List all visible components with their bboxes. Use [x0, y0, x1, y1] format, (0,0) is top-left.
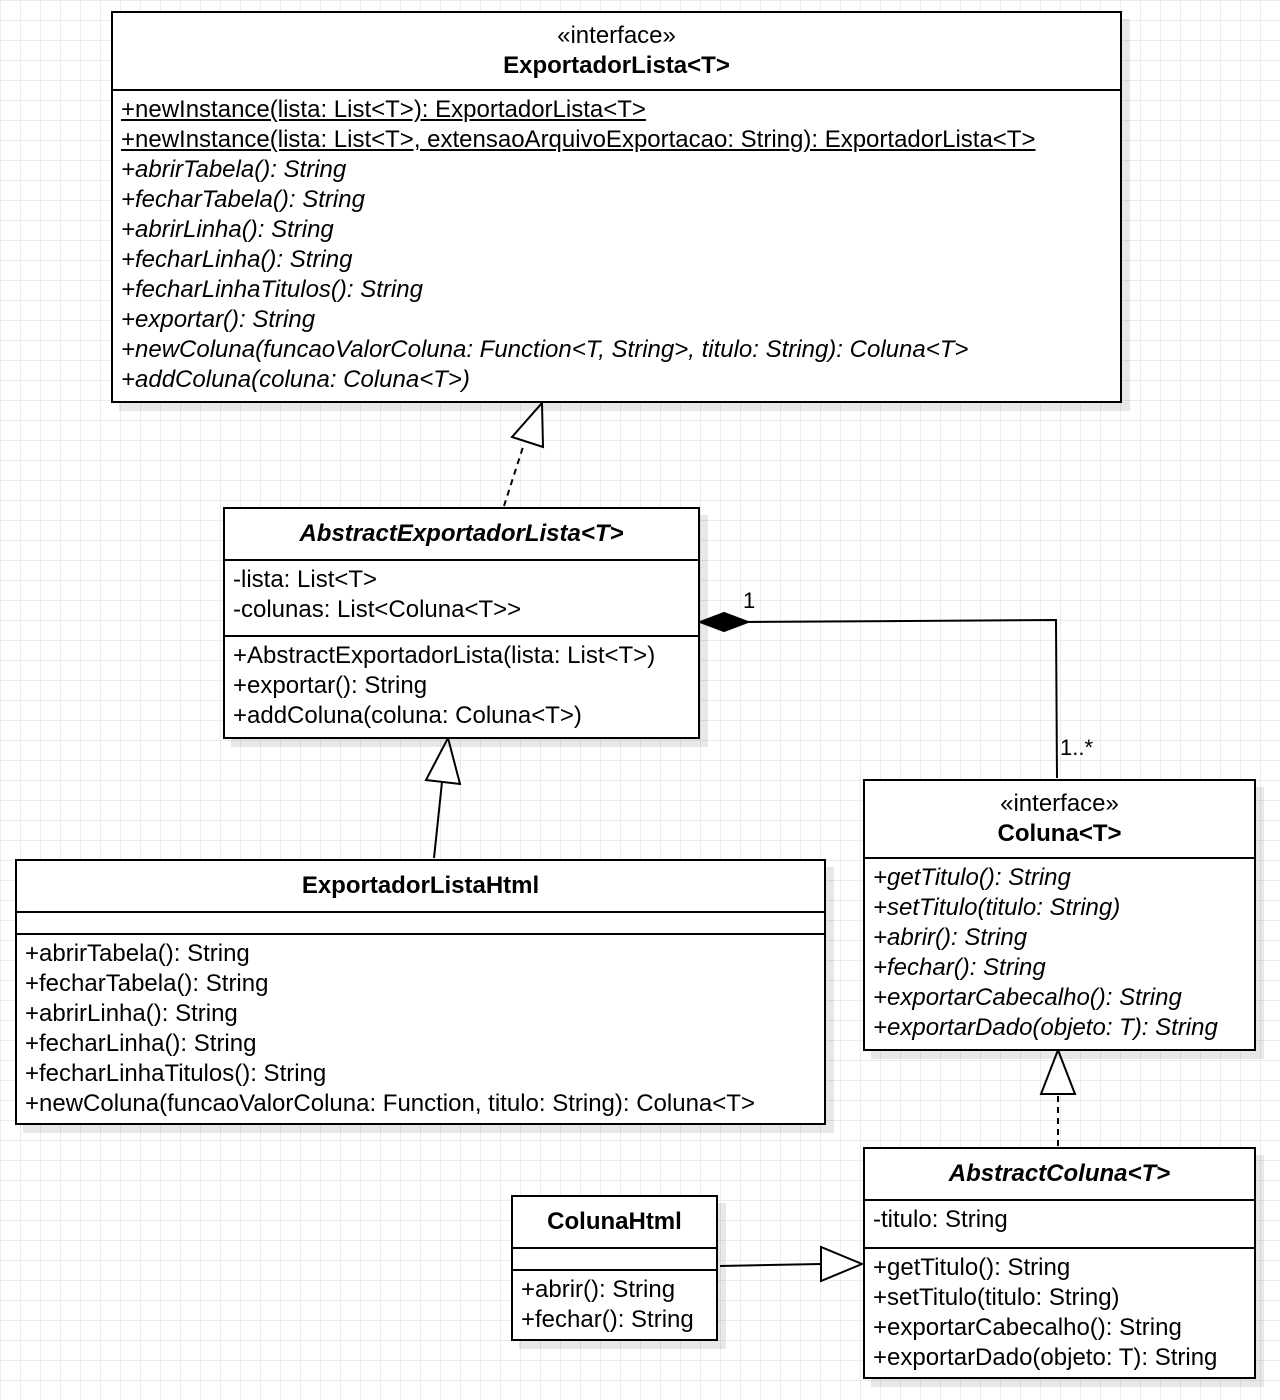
- attributes-compartment: [17, 913, 824, 933]
- attribute-row: -colunas: List<Coluna<T>>: [233, 596, 522, 623]
- multiplicity-target: 1..*: [1060, 735, 1094, 760]
- method-row: +getTitulo(): String: [873, 1254, 1071, 1281]
- method-row: +newInstance(lista: List<T>): Exportador…: [121, 96, 646, 123]
- method-row: +setTitulo(titulo: String): [873, 1284, 1120, 1311]
- class-exportador-lista[interactable]: «interface» ExportadorLista<T> +newInsta…: [111, 11, 1122, 403]
- method-row: +newInstance(lista: List<T>, extensaoArq…: [121, 126, 1036, 153]
- method-row: +fecharLinhaTitulos(): String: [121, 276, 423, 303]
- method-row: +addColuna(coluna: Coluna<T>): [121, 366, 470, 393]
- class-coluna[interactable]: «interface» Coluna<T> +getTitulo(): Stri…: [863, 779, 1256, 1051]
- method-row: +newColuna(funcaoValorColuna: Function<T…: [121, 336, 969, 363]
- generalization-arrowhead-exportador-html: [424, 735, 462, 786]
- methods-compartment: +newInstance(lista: List<T>): Exportador…: [113, 91, 1120, 395]
- attributes-compartment: [513, 1249, 716, 1269]
- generalization-line-exportador-html: [433, 781, 443, 859]
- attributes-compartment: -titulo: String: [865, 1201, 1254, 1247]
- class-header: «interface» ExportadorLista<T>: [113, 13, 1120, 91]
- class-name: AbstractColuna<T>: [948, 1160, 1171, 1187]
- method-row: +abrirLinha(): String: [121, 216, 334, 243]
- method-row: +fecharLinha(): String: [121, 246, 353, 273]
- composition-line: [747, 618, 1058, 779]
- method-row: +abrir(): String: [521, 1276, 676, 1303]
- class-coluna-html[interactable]: ColunaHtml +abrir(): String +fechar(): S…: [511, 1195, 718, 1341]
- class-name: AbstractExportadorLista<T>: [299, 520, 624, 547]
- method-row: +exportar(): String: [121, 306, 316, 333]
- class-name: ExportadorListaHtml: [301, 872, 540, 899]
- method-row: +fechar(): String: [521, 1306, 694, 1333]
- method-row: +getTitulo(): String: [873, 864, 1071, 891]
- methods-compartment: +AbstractExportadorLista(lista: List<T>)…: [225, 635, 698, 731]
- method-row: +exportarDado(objeto: T): String: [873, 1014, 1218, 1041]
- class-header: ColunaHtml: [513, 1197, 716, 1249]
- method-row: +setTitulo(titulo: String): [873, 894, 1121, 921]
- method-row: +AbstractExportadorLista(lista: List<T>): [233, 642, 656, 669]
- methods-compartment: +abrirTabela(): String +fecharTabela(): …: [17, 933, 824, 1119]
- class-name: ExportadorLista<T>: [503, 52, 730, 79]
- method-row: +abrir(): String: [873, 924, 1028, 951]
- stereotype-label: «interface»: [1000, 790, 1119, 817]
- class-header: «interface» Coluna<T>: [865, 781, 1254, 859]
- generalization-arrowhead-coluna-html: [820, 1245, 865, 1283]
- method-row: +abrirTabela(): String: [25, 940, 250, 967]
- class-abstract-exportador-lista[interactable]: AbstractExportadorLista<T> -lista: List<…: [223, 507, 700, 739]
- method-row: +exportarDado(objeto: T): String: [873, 1344, 1218, 1371]
- class-header: AbstractExportadorLista<T>: [225, 509, 698, 561]
- methods-compartment: +getTitulo(): String +setTitulo(titulo: …: [865, 859, 1254, 1043]
- method-row: +exportarCabecalho(): String: [873, 984, 1182, 1011]
- realization-line-exportador: [503, 446, 524, 507]
- method-row: +abrirTabela(): String: [121, 156, 347, 183]
- realization-arrowhead-coluna: [1039, 1047, 1077, 1095]
- method-row: +newColuna(funcaoValorColuna: Function, …: [25, 1090, 755, 1117]
- method-row: +addColuna(coluna: Coluna<T>): [233, 702, 582, 729]
- class-name: Coluna<T>: [997, 820, 1122, 847]
- class-name: ColunaHtml: [547, 1208, 682, 1235]
- composition-diamond: [697, 611, 751, 633]
- attributes-compartment: -lista: List<T> -colunas: List<Coluna<T>…: [225, 561, 698, 635]
- class-header: AbstractColuna<T>: [865, 1149, 1254, 1201]
- realization-arrowhead-exportador: [510, 400, 545, 449]
- method-row: +fecharTabela(): String: [121, 186, 365, 213]
- class-abstract-coluna[interactable]: AbstractColuna<T> -titulo: String +getTi…: [863, 1147, 1256, 1379]
- method-row: +fechar(): String: [873, 954, 1046, 981]
- generalization-line-coluna-html: [719, 1263, 822, 1267]
- method-row: +abrirLinha(): String: [25, 1000, 238, 1027]
- method-row: +fecharLinhaTitulos(): String: [25, 1060, 327, 1087]
- method-row: +exportarCabecalho(): String: [873, 1314, 1182, 1341]
- method-row: +fecharLinha(): String: [25, 1030, 257, 1057]
- multiplicity-source: 1: [743, 588, 756, 613]
- class-exportador-lista-html[interactable]: ExportadorListaHtml +abrirTabela(): Stri…: [15, 859, 826, 1125]
- attribute-row: -titulo: String: [873, 1206, 1008, 1233]
- attribute-row: -lista: List<T>: [233, 566, 378, 593]
- class-header: ExportadorListaHtml: [17, 861, 824, 913]
- method-row: +fecharTabela(): String: [25, 970, 269, 997]
- method-row: +exportar(): String: [233, 672, 428, 699]
- methods-compartment: +abrir(): String +fechar(): String: [513, 1269, 716, 1335]
- methods-compartment: +getTitulo(): String +setTitulo(titulo: …: [865, 1247, 1254, 1373]
- stereotype-label: «interface»: [557, 22, 676, 49]
